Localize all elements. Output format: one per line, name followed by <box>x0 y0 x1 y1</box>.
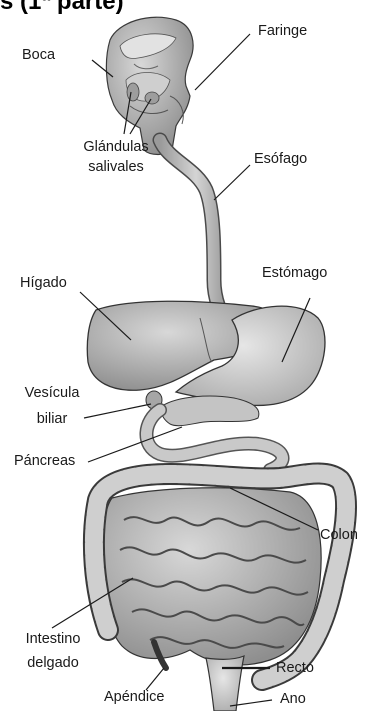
label-glandulas-line2: salivales <box>46 158 186 176</box>
label-faringe: Faringe <box>258 22 307 40</box>
label-higado: Hígado <box>20 274 67 292</box>
label-ano: Ano <box>280 690 306 708</box>
label-intestino-line2: delgado <box>12 654 94 672</box>
label-glandulas-line1: Glándulas <box>46 138 186 156</box>
leader-vesicula <box>84 404 151 418</box>
label-esofago: Esófago <box>254 150 307 168</box>
label-vesicula-line2: biliar <box>16 410 88 428</box>
leader-faringe <box>195 34 250 90</box>
small-intestine-organ <box>102 488 322 665</box>
leader-esofago <box>214 165 250 200</box>
label-recto: Recto <box>276 659 314 677</box>
label-pancreas: Páncreas <box>14 452 75 470</box>
label-vesicula-line1: Vesícula <box>16 384 88 402</box>
label-apendice: Apéndice <box>104 688 164 706</box>
label-colon: Colon <box>320 526 358 544</box>
label-intestino-line1: Intestino <box>12 630 94 648</box>
rectum-organ <box>206 656 244 711</box>
leader-apendice <box>146 668 164 690</box>
label-boca: Boca <box>22 46 55 64</box>
label-estomago: Estómago <box>262 264 327 282</box>
head-organ <box>106 17 193 154</box>
pancreas-organ <box>161 396 258 426</box>
